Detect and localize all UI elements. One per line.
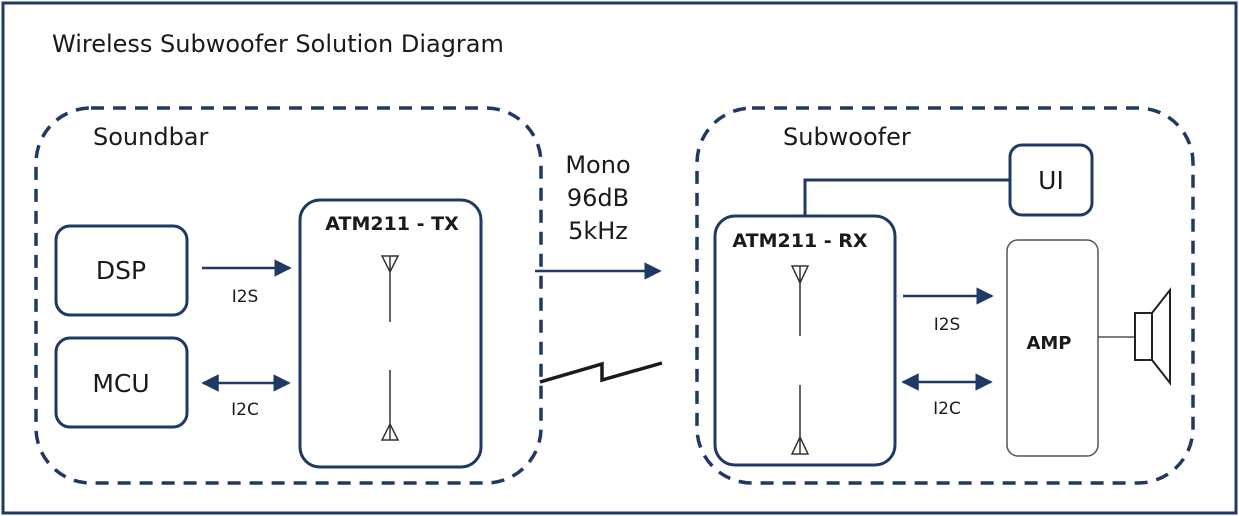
dsp-block — [54, 224, 189, 317]
soundbar-i2s-label: I2S — [232, 287, 259, 307]
atm211-tx-block — [298, 198, 483, 469]
atm211-rx-block — [713, 214, 897, 467]
diagram-title: Wireless Subwoofer Solution Diagram — [52, 30, 504, 58]
speaker-icon — [1134, 287, 1171, 386]
subwoofer-group — [695, 106, 1195, 485]
subwoofer-label: Subwoofer — [783, 123, 911, 151]
ui-label: UI — [1038, 166, 1064, 195]
link-mono-label: Mono — [565, 151, 630, 179]
mcu-block — [54, 336, 189, 429]
soundbar-label: Soundbar — [93, 123, 209, 151]
amp-label: AMP — [1026, 333, 1071, 354]
wireless-lightning-icon — [539, 361, 663, 384]
link-bandwidth-label: 5kHz — [568, 217, 628, 245]
link-snr-label: 96dB — [567, 184, 629, 212]
subwoofer-i2s-label: I2S — [934, 315, 961, 335]
soundbar-i2c-label: I2C — [231, 400, 259, 420]
mcu-label: MCU — [92, 369, 149, 398]
ui-connection-line — [803, 178, 1010, 216]
rx-antenna-top-icon — [790, 265, 810, 336]
amp-block — [1006, 239, 1099, 457]
rx-antenna-bottom-icon — [790, 385, 810, 455]
atm211-rx-label: ATM211 - RX — [732, 230, 868, 252]
tx-antenna-bottom-icon — [380, 370, 400, 441]
dsp-label: DSP — [96, 256, 146, 285]
tx-antenna-top-icon — [380, 255, 400, 322]
subwoofer-i2c-label: I2C — [933, 399, 961, 419]
atm211-tx-label: ATM211 - TX — [325, 213, 459, 235]
